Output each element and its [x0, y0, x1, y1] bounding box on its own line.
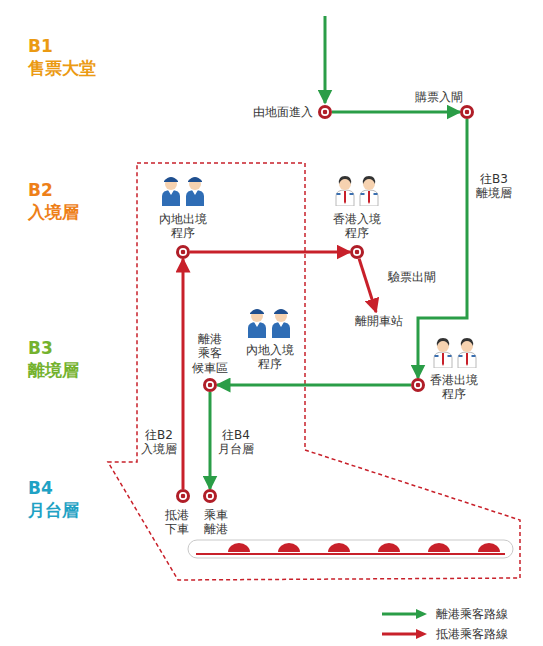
route-arrow	[418, 119, 467, 378]
route-arrow	[359, 259, 376, 312]
officer-icon	[360, 176, 378, 206]
floor-label: B4	[28, 478, 53, 498]
route-arrow	[182, 259, 185, 489]
floor-label: 入境層	[28, 202, 79, 222]
route-node: 抵港 下車	[176, 489, 190, 503]
node-label: 購票入閘	[415, 90, 463, 104]
edge-label: 往B3 離境層	[476, 172, 512, 201]
entry-line	[324, 16, 327, 103]
floor-label: 離境層	[28, 360, 79, 380]
node-label: 由地面進入	[253, 105, 313, 119]
route-node: 內地出境 程序	[176, 245, 190, 259]
officer-icon	[272, 309, 290, 338]
node-label: 香港出境 程序	[430, 373, 478, 402]
floor-band: B1售票大堂由地面進入 購票入閘	[0, 28, 525, 136]
route-node: 購票入閘	[460, 105, 474, 119]
legend-label: 離港乘客路線	[436, 606, 508, 623]
officer-icon	[248, 309, 266, 338]
floor-label: 月台層	[28, 500, 79, 520]
legend-swatch	[382, 628, 428, 640]
legend-item: 離港乘客路線	[382, 604, 508, 624]
text-node: 內地入境 程序	[243, 341, 297, 374]
route-node: 離港 乘客 候車區	[203, 378, 217, 392]
node-label: 抵港 下車	[165, 508, 189, 537]
node-label: 乘車 離港	[204, 508, 228, 537]
route-arrow	[217, 384, 411, 387]
legend-swatch	[382, 608, 428, 620]
officer-icon	[336, 176, 354, 206]
legend: 離港乘客路線抵港乘客路線	[382, 604, 508, 644]
officer-icon	[458, 338, 476, 368]
band-fill	[100, 35, 505, 132]
band-fill	[100, 322, 512, 427]
floor-band: B4月台層 抵港 下車乘車 離港	[0, 458, 525, 582]
route-node: 香港入境 程序	[350, 245, 364, 259]
floor-band: B3離境層離港 乘客 候車區內地入境 程序香港出境 程序	[0, 318, 525, 430]
node-label: 香港入境 程序	[333, 212, 381, 241]
floor-label: B3	[28, 338, 53, 358]
floor-band: B2入境層內地出境 程序香港入境 程序	[0, 158, 525, 290]
node-label: 內地出境 程序	[159, 212, 207, 241]
floor-label: B2	[28, 180, 53, 200]
floor-label: B1	[28, 36, 53, 56]
edge-label: 往B4 月台層	[218, 428, 254, 457]
route-arrow	[209, 392, 212, 489]
node-label: 內地入境 程序	[246, 343, 294, 372]
officer-icon	[162, 177, 180, 206]
band-fill	[105, 462, 522, 580]
officer-icon	[434, 338, 452, 368]
node-label: 離開車站	[355, 314, 403, 328]
route-node: 由地面進入	[318, 105, 332, 119]
text-node: 離開車站	[352, 312, 406, 330]
route-node: 香港出境 程序	[411, 378, 425, 392]
band-shape	[0, 28, 525, 136]
legend-item: 抵港乘客路線	[382, 624, 508, 644]
node-label: 離港 乘客 候車區	[192, 332, 228, 375]
band-shape	[0, 158, 525, 290]
train	[188, 540, 513, 558]
edge-label: 往B2 入境層	[141, 428, 177, 457]
dashed-zone	[108, 163, 520, 580]
floor-label: 售票大堂	[28, 58, 96, 78]
route-arrow	[332, 111, 460, 114]
officer-icon	[186, 177, 204, 206]
route-node: 乘車 離港	[203, 489, 217, 503]
edge-label: 驗票出閘	[388, 270, 436, 284]
band-fill	[100, 165, 505, 287]
route-arrow	[190, 251, 350, 254]
legend-label: 抵港乘客路線	[436, 626, 508, 643]
